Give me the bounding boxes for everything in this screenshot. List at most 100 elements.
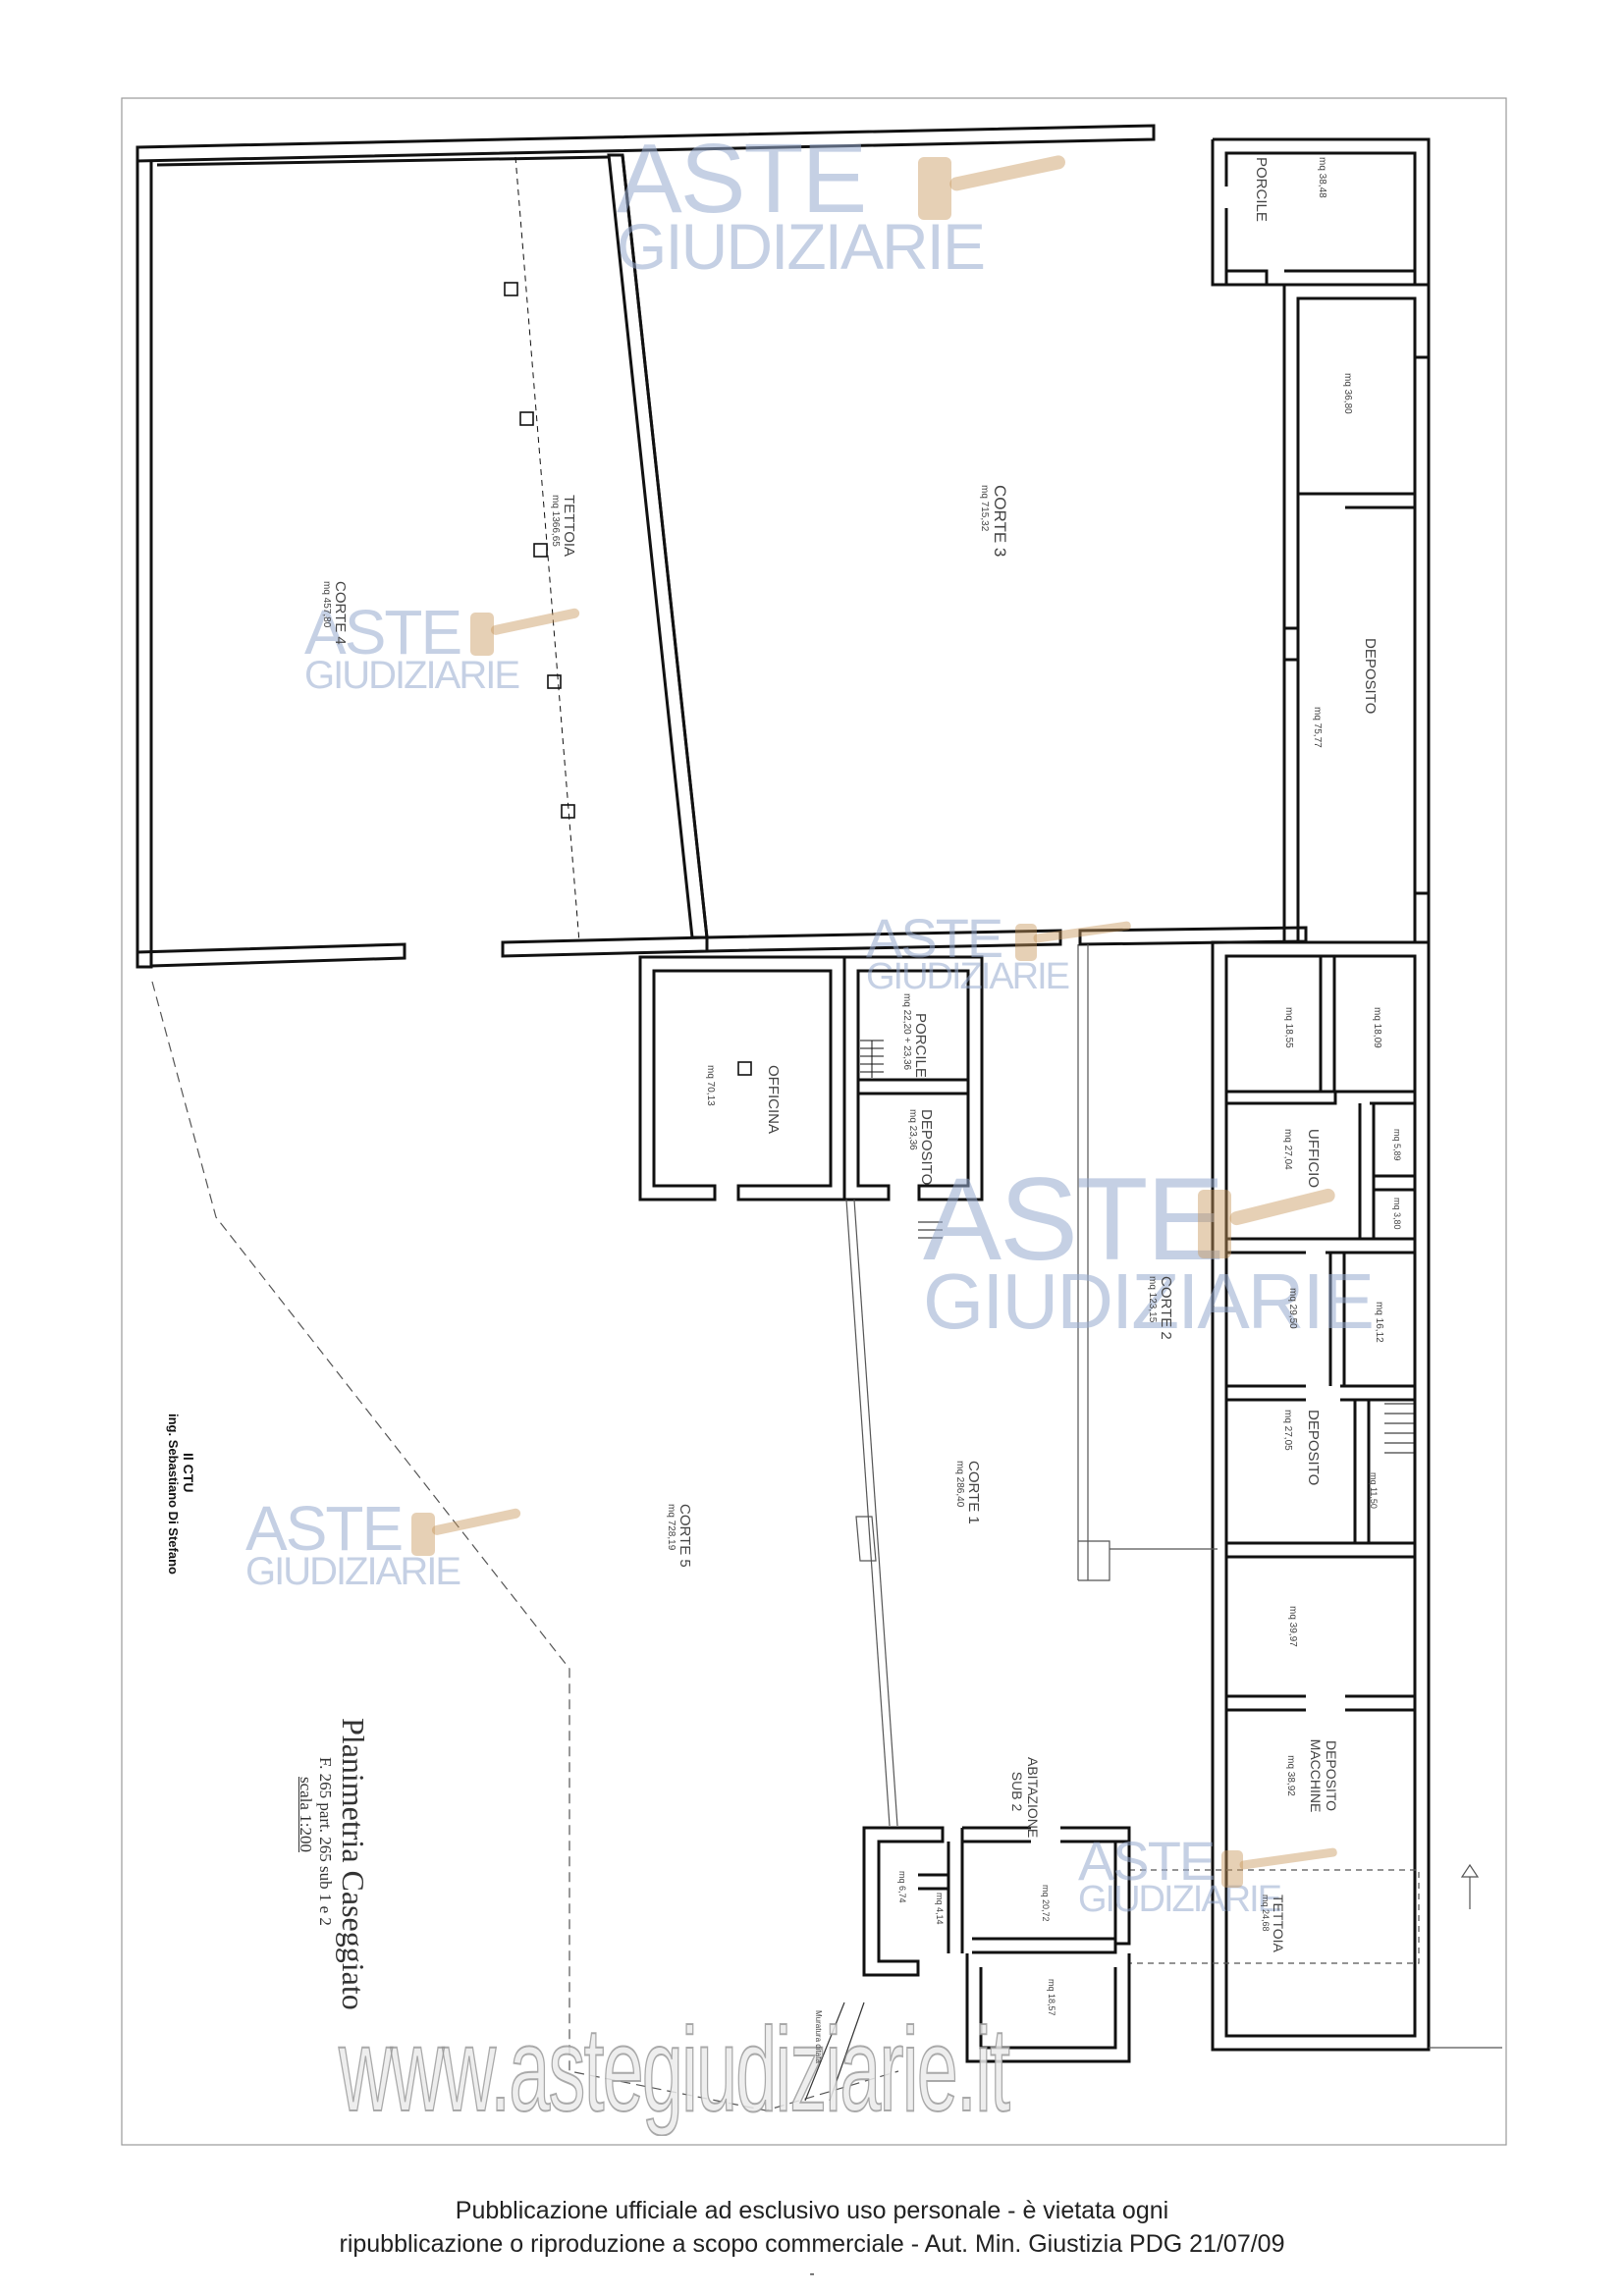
room-area: mq 715,32 [979, 485, 990, 532]
room-label-corte-2: CORTE 2 mq 123,15 [1147, 1276, 1174, 1340]
room-area: mq 11,50 [1369, 1472, 1379, 1509]
room-label-deposito-macchine: DEPOSITO MACCHINE mq 38,92 [1285, 1732, 1339, 1820]
watermark-brand-line1: ASTE [304, 597, 462, 667]
room-name: DEPOSITO [1362, 638, 1379, 715]
gavel-icon [1011, 919, 1139, 968]
gavel-icon [1193, 1178, 1340, 1276]
room-label-tettoia-small: TETTOIA mq 24,68 [1261, 1895, 1286, 1952]
watermark-left: ASTE GIUDIZIARIE [304, 597, 520, 697]
watermark-brand-line1: ASTE [1078, 1830, 1216, 1892]
officina-column [737, 1061, 752, 1076]
abitazione-walls [862, 1826, 1131, 2063]
watermark-site: www.astegiudiziarie.it [338, 2002, 1010, 2137]
room-label-h: mq 39,97 [1287, 1606, 1298, 1647]
room-label-a: mq 18,55 [1283, 1007, 1294, 1048]
room-area: mq 24,68 [1261, 1895, 1271, 1932]
watermark-mid: ASTE GIUDIZIARIE [866, 907, 1070, 997]
watermark-top: ASTE GIUDIZIARIE [617, 130, 986, 283]
room-area: Muratura ditata [814, 2010, 823, 2063]
stairs-right [1384, 1403, 1414, 1454]
room-label-abitazione: ABITAZIONE SUB 2 [1009, 1757, 1041, 1839]
room-name: CORTE 1 [965, 1461, 982, 1524]
room-name: CORTE 5 [677, 1504, 693, 1568]
room-label-deposito-upper: mq 36,80 [1342, 373, 1353, 414]
room-area: mq 38,48 [1317, 157, 1327, 198]
room-name: CORTE 2 [1158, 1276, 1174, 1340]
gavel-icon [407, 1507, 525, 1566]
room-label-corte-5: CORTE 5 mq 728,19 [666, 1504, 693, 1568]
plan-scale: scala 1:200 [297, 1777, 315, 1852]
room-area: mq 728,19 [666, 1504, 677, 1551]
room-label-deposito-small: DEPOSITO mq 23,36 [907, 1109, 935, 1185]
room-area: mq 18,57 [1047, 1979, 1056, 2016]
room-area: mq 16,12 [1374, 1302, 1384, 1343]
stairs-middle [860, 1040, 943, 1239]
signature-name: ing. Sebastiano Di Stefano [166, 1414, 181, 1575]
watermark-bottom-right: ASTE GIUDIZIARIE [1078, 1830, 1282, 1920]
room-area: mq 20,72 [1041, 1885, 1051, 1922]
room-name: CORTE 3 [991, 485, 1009, 558]
room-name: PORCILE [912, 1013, 929, 1078]
watermark-center: ASTE GIUDIZIARIE [923, 1153, 1375, 1345]
watermark-brand-line1: ASTE [866, 907, 1003, 969]
room-area: mq 123,15 [1147, 1276, 1158, 1323]
lower-right-block [1211, 940, 1431, 2052]
corte-2-rail [1077, 944, 1218, 1581]
room-area: mq 75,77 [1312, 707, 1323, 748]
room-area: mq 70,13 [705, 1065, 716, 1106]
footer-line-1: Pubblicazione ufficiale ad esclusivo uso… [455, 2197, 1169, 2224]
room-area: mq 3,80 [1392, 1198, 1402, 1230]
room-label-b: mq 18,09 [1372, 1007, 1382, 1048]
room-label-corte-3: CORTE 3 mq 715,32 [979, 485, 1009, 557]
watermark-brand-line2: GIUDIZIARIE [923, 1257, 1375, 1345]
footer-mark: - [809, 2266, 815, 2282]
gavel-icon [466, 607, 584, 666]
room-label-corte-4: CORTE 4 mq 457,80 [321, 581, 349, 645]
plan-title: Planimetria Caseggiato [336, 1718, 371, 2010]
room-label-tettoia-big: TETTOIA mq 1366,65 [550, 495, 577, 557]
room-label-ufficio: UFFICIO mq 27,04 [1282, 1129, 1322, 1188]
room-area: mq 18,55 [1283, 1007, 1294, 1048]
room-name: UFFICIO [1305, 1129, 1322, 1188]
room-label-porcile-top: mq 38,48 PORCILE [1253, 157, 1327, 222]
room-area: mq 27,04 [1282, 1129, 1293, 1170]
watermark-brand-line2: GIUDIZIARIE [617, 210, 986, 283]
room-label-porcile-small: PORCILE mq 22,20 + 23,36 [901, 993, 929, 1078]
room-label-officina: OFFICINA mq 70,13 [705, 1065, 782, 1134]
room-area: mq 29,50 [1287, 1288, 1298, 1329]
watermark-brand-line2: GIUDIZIARIE [1078, 1879, 1282, 1920]
middle-block [638, 955, 984, 1201]
room-label-e: mq 29,50 [1287, 1288, 1298, 1329]
tettoia-columns [504, 156, 580, 943]
watermark-brand-line2: GIUDIZIARIE [866, 956, 1070, 997]
room-name: DEPOSITO MACCHINE [1308, 1738, 1339, 1813]
footer-line-2: ripubblicazione o riproduzione a scopo c… [339, 2230, 1285, 2258]
room-label-deposito-right: DEPOSITO mq 75,77 [1312, 638, 1379, 748]
right-wing-walls [1211, 137, 1431, 944]
watermark-brand-line2: GIUDIZIARIE [304, 654, 520, 697]
room-label-deposito-mid: DEPOSITO mq 27,05 [1282, 1410, 1322, 1485]
room-name: ABITAZIONE SUB 2 [1009, 1757, 1041, 1839]
room-area: mq 1366,65 [550, 495, 561, 547]
room-area: mq 22,20 + 23,36 [901, 993, 912, 1071]
room-label-corte-1: CORTE 1 mq 286,40 [954, 1461, 982, 1524]
plan-reference: F. 265 part. 265 sub 1 e 2 [316, 1757, 335, 1926]
watermark-lower-left: ASTE GIUDIZIARIE [245, 1493, 461, 1591]
room-name: PORCILE [1253, 157, 1270, 222]
room-label-abit-1: mq 6,74 [897, 1871, 907, 1903]
gavel-icon [1218, 1845, 1345, 1895]
room-area: mq 4,14 [935, 1893, 945, 1925]
room-label-g: mq 11,50 [1369, 1472, 1379, 1509]
watermark-brand-line1: ASTE [923, 1153, 1224, 1285]
room-area: mq 6,74 [897, 1871, 907, 1903]
corte-boundaries [151, 981, 1502, 2111]
room-label-abit-3: mq 20,72 [1041, 1885, 1051, 1922]
room-label-d: mq 3,80 [1392, 1198, 1402, 1230]
gavel-icon [913, 147, 1070, 236]
watermark-brand-line1: ASTE [245, 1493, 404, 1564]
room-label-abit-2: mq 4,14 [935, 1893, 945, 1925]
room-area: mq 5,89 [1392, 1129, 1402, 1161]
sheet-frame [121, 97, 1507, 2146]
room-area: mq 27,05 [1282, 1410, 1293, 1451]
